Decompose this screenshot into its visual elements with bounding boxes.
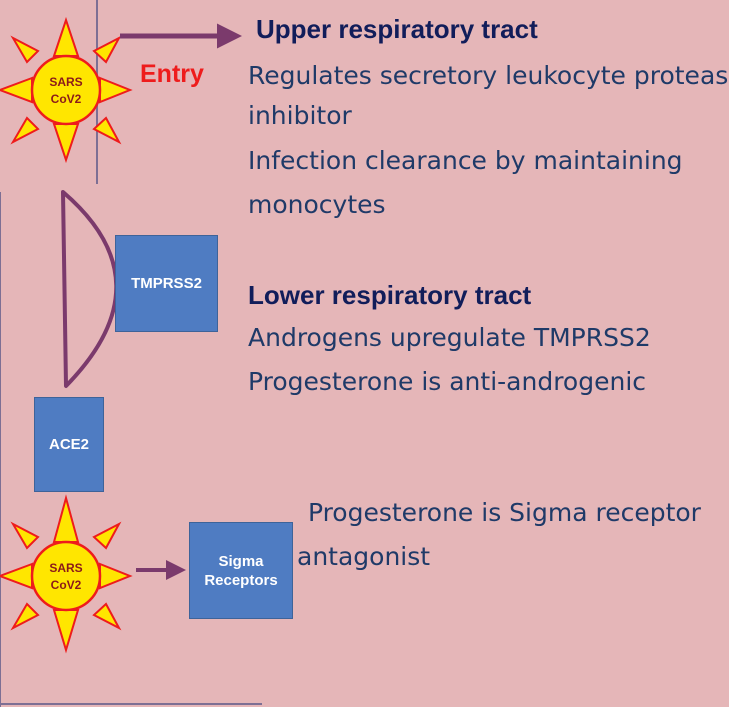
upper-line-2: inhibitor xyxy=(248,101,352,130)
sigma-text-line-2: antagonist xyxy=(297,542,431,571)
sun-top-line2: CoV2 xyxy=(51,92,82,106)
sigma-text-line-1: Progesterone is Sigma receptor xyxy=(300,498,701,527)
sigma-receptors-box: Sigma Receptors xyxy=(189,522,293,619)
tmprss2-box-label: TMPRSS2 xyxy=(131,275,202,292)
lower-line-2: Progesterone is anti-androgenic xyxy=(248,367,647,396)
tmprss2-box: TMPRSS2 xyxy=(115,235,218,332)
upper-line-3: Infection clearance by maintaining xyxy=(248,146,683,175)
tmprss2-connector xyxy=(61,190,119,388)
sun-bottom-line1: SARS xyxy=(49,561,82,575)
upper-line-4: monocytes xyxy=(248,190,386,219)
ace2-box-label: ACE2 xyxy=(48,436,89,453)
ace2-box: ACE2 xyxy=(34,397,104,492)
sun-bottom: SARS CoV2 xyxy=(0,494,133,654)
sun-bottom-body xyxy=(30,540,102,612)
upper-line-1: Regulates secretory leukocyte protease xyxy=(248,61,729,90)
sun-top-line1: SARS xyxy=(49,75,82,89)
lower-line-1: Androgens upregulate TMPRSS2 xyxy=(248,323,651,352)
upper-tract-heading: Upper respiratory tract xyxy=(256,14,538,44)
sun-top-body xyxy=(30,54,102,126)
sun-bottom-line2: CoV2 xyxy=(51,578,82,592)
sun-top: SARS CoV2 xyxy=(0,16,133,164)
sigma-label-line1: Sigma xyxy=(218,552,264,570)
lower-tract-heading: Lower respiratory tract xyxy=(248,280,532,310)
sigma-receptors-box-label: Sigma Receptors xyxy=(204,552,277,590)
sigma-label-line2: Receptors xyxy=(204,571,278,589)
sun-top-rays xyxy=(0,16,133,164)
entry-label: Entry xyxy=(140,60,204,88)
